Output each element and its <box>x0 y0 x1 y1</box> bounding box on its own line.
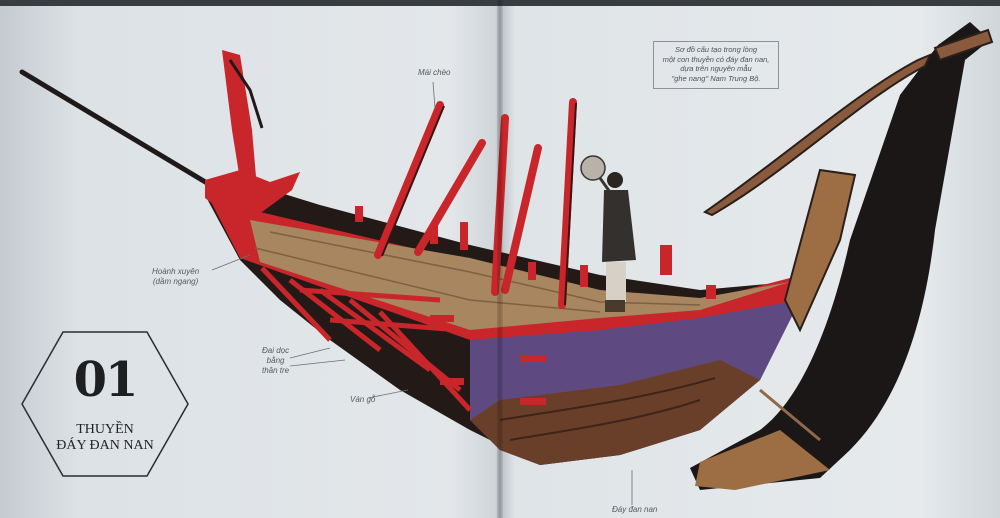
caption-line: Sơ đồ cấu tạo trong lòng <box>674 45 758 54</box>
caption-line: "ghe nang" Nam Trung Bộ. <box>671 73 761 83</box>
tiller <box>702 53 932 217</box>
chapter-title-line2: ĐÁY ĐAN NAN <box>56 438 154 453</box>
caption-line: một con thuyền có đáy đan nan, <box>662 54 770 64</box>
ribs <box>260 266 472 412</box>
label-day-dan-nan: Đáy đan nan <box>612 505 658 514</box>
label-hoanh-xuyen: Hoành xuyên (dầm ngang) <box>152 267 199 287</box>
label-mai-cheo: Mái chèo <box>418 68 451 77</box>
oar-edges <box>381 102 577 306</box>
woven-line <box>499 377 716 421</box>
rudder <box>690 22 990 490</box>
leader-lines <box>211 81 633 505</box>
label-dai-doc-line1: Đai dọc <box>262 346 290 355</box>
rudder-bar <box>759 388 821 442</box>
page-top-edge <box>0 0 1000 6</box>
bow-post <box>222 50 258 205</box>
caption-line: dựa trên nguyên mẫu <box>680 64 752 73</box>
stern-post <box>783 168 857 333</box>
rudder-blade-wood <box>695 430 830 490</box>
chapter-title-line1: THUYỀN <box>76 422 134 437</box>
chapter-number: 01 <box>73 352 139 408</box>
hexagon-icon <box>21 331 189 477</box>
oar-locks <box>355 206 716 299</box>
chapter-title: THUYỀN ĐÁY ĐAN NAN <box>20 422 190 454</box>
tiller-top <box>933 28 994 62</box>
rib-stubs <box>430 315 546 405</box>
label-hoanh-xuyen-line1: Hoành xuyên <box>152 267 200 276</box>
bow-pole <box>19 69 235 201</box>
label-dai-doc-line3: thân tre <box>262 366 290 375</box>
label-van-go: Ván gỗ <box>350 395 376 404</box>
label-dai-doc-line2: bằng <box>266 356 285 365</box>
book-gutter <box>497 0 503 518</box>
bow-post-line <box>228 59 264 129</box>
deck-seam <box>254 247 601 313</box>
woven-line <box>509 399 701 441</box>
caption-box: Sơ đồ cấu tạo trong lòng một con thuyền … <box>653 41 779 89</box>
label-dai-doc: Đai dọc bằng thân tre <box>262 346 289 376</box>
person-figure <box>580 155 636 312</box>
label-hoanh-xuyen-line2: (dầm ngang) <box>152 277 199 286</box>
deck-seam <box>269 231 701 306</box>
oars <box>374 98 577 309</box>
